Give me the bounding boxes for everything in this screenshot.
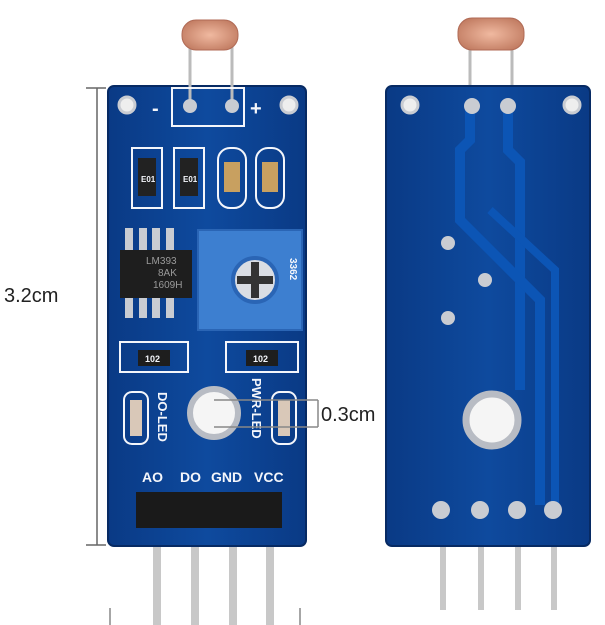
pin-label-do: DO: [180, 469, 201, 485]
resistor-label: 102: [253, 354, 268, 364]
lm393-chip: LM393 8AK 1609H: [120, 228, 192, 318]
photoresistor: [181, 19, 239, 105]
pin-label-gnd: GND: [211, 469, 242, 485]
front-board: - + E01 E01 LM393 8AK 1609H 336: [107, 19, 307, 625]
mounting-hole: [187, 386, 241, 440]
potentiometer[interactable]: 3362: [197, 229, 303, 331]
hole-dimension: 0.3cm: [214, 399, 375, 428]
header-pins: [153, 520, 274, 625]
plus-label: +: [250, 98, 262, 120]
smd-label: E01: [141, 175, 156, 184]
pin-label-vcc: VCC: [254, 469, 284, 485]
do-led-label: DO-LED: [155, 392, 170, 442]
pwr-led-label: PWR-LED: [249, 378, 264, 439]
smd-capacitor: [180, 158, 198, 196]
smd-label: E01: [183, 175, 198, 184]
minus-label: -: [152, 98, 159, 120]
height-dimension: 3.2cm: [2, 87, 106, 546]
hole-label: 0.3cm: [321, 404, 375, 426]
resistor-label: 102: [145, 354, 160, 364]
pin-label-ao: AO: [142, 469, 163, 485]
height-label: 3.2cm: [4, 285, 58, 307]
pot-label: 3362: [287, 258, 298, 281]
chip-marking: 8AK: [158, 268, 177, 279]
chip-marking: 1609H: [153, 280, 182, 291]
back-board: [385, 17, 591, 610]
pin-header: [136, 492, 282, 528]
smd-capacitor: [138, 158, 156, 196]
chip-marking: LM393: [146, 256, 177, 267]
